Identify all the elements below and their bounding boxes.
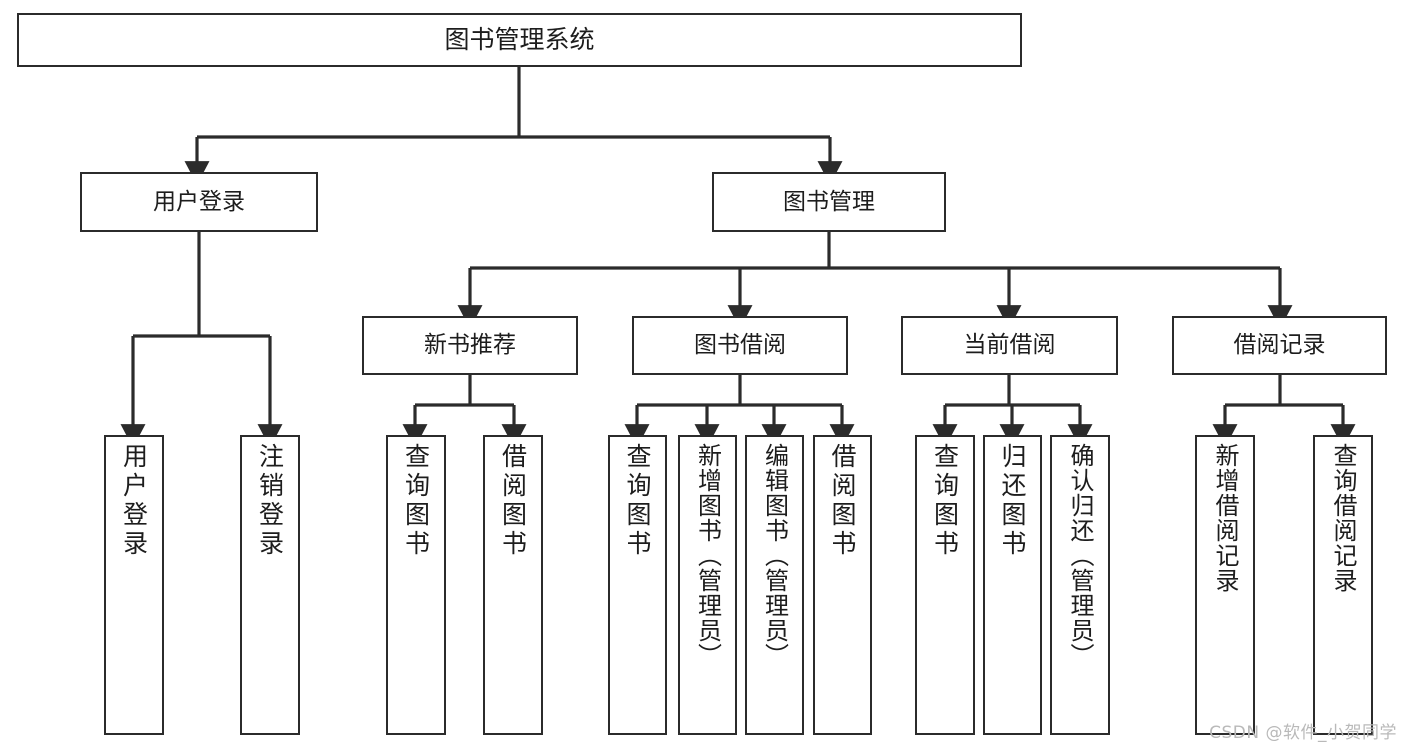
node-leaf-logout-login[interactable]: 注销登录 — [240, 435, 300, 735]
node-leaf-query-book-2-label: 查询图书 — [623, 443, 652, 559]
node-leaf-borrow-book-2-label: 借阅图书 — [828, 443, 857, 559]
node-new-book-recommend[interactable]: 新书推荐 — [362, 316, 578, 375]
node-user-login-label: 用户登录 — [153, 188, 245, 215]
node-borrow-record-label: 借阅记录 — [1233, 332, 1326, 359]
node-new-book-recommend-label: 新书推荐 — [424, 332, 516, 359]
node-current-borrow[interactable]: 当前借阅 — [901, 316, 1118, 375]
node-leaf-add-book-label: 新增图书（管理员） — [693, 443, 722, 668]
node-user-login[interactable]: 用户登录 — [80, 172, 318, 232]
node-leaf-user-login[interactable]: 用户登录 — [104, 435, 164, 735]
node-leaf-query-record[interactable]: 查询借阅记录 — [1313, 435, 1373, 735]
node-leaf-return-book[interactable]: 归还图书 — [983, 435, 1042, 735]
node-leaf-query-book-3-label: 查询图书 — [930, 443, 960, 559]
node-leaf-confirm-return[interactable]: 确认归还（管理员） — [1050, 435, 1110, 735]
node-leaf-user-login-label: 用户登录 — [119, 443, 149, 559]
node-leaf-edit-book-label: 编辑图书（管理员） — [760, 443, 789, 668]
node-leaf-confirm-return-label: 确认归还（管理员） — [1066, 443, 1094, 668]
node-leaf-query-book-1-label: 查询图书 — [401, 443, 431, 559]
node-leaf-query-book-2[interactable]: 查询图书 — [608, 435, 667, 735]
node-leaf-query-book-1[interactable]: 查询图书 — [386, 435, 446, 735]
node-leaf-edit-book[interactable]: 编辑图书（管理员） — [745, 435, 804, 735]
node-leaf-add-record[interactable]: 新增借阅记录 — [1195, 435, 1255, 735]
node-leaf-borrow-book-1[interactable]: 借阅图书 — [483, 435, 543, 735]
node-borrow-record[interactable]: 借阅记录 — [1172, 316, 1387, 375]
node-leaf-borrow-book-2[interactable]: 借阅图书 — [813, 435, 872, 735]
node-leaf-return-book-label: 归还图书 — [998, 443, 1027, 559]
node-book-management[interactable]: 图书管理 — [712, 172, 946, 232]
node-book-borrow[interactable]: 图书借阅 — [632, 316, 848, 375]
node-leaf-borrow-book-1-label: 借阅图书 — [498, 443, 528, 559]
node-current-borrow-label: 当前借阅 — [963, 332, 1056, 359]
node-leaf-logout-login-label: 注销登录 — [255, 443, 285, 559]
node-leaf-add-book[interactable]: 新增图书（管理员） — [678, 435, 737, 735]
node-leaf-query-book-3[interactable]: 查询图书 — [915, 435, 975, 735]
node-root-label: 图书管理系统 — [444, 24, 595, 54]
node-leaf-add-record-label: 新增借阅记录 — [1211, 443, 1239, 593]
node-leaf-query-record-label: 查询借阅记录 — [1329, 443, 1357, 593]
node-root[interactable]: 图书管理系统 — [17, 13, 1022, 67]
node-book-borrow-label: 图书借阅 — [694, 332, 786, 359]
watermark-text: CSDN @软件_小贺同学 — [1209, 723, 1397, 743]
node-book-management-label: 图书管理 — [783, 188, 875, 215]
